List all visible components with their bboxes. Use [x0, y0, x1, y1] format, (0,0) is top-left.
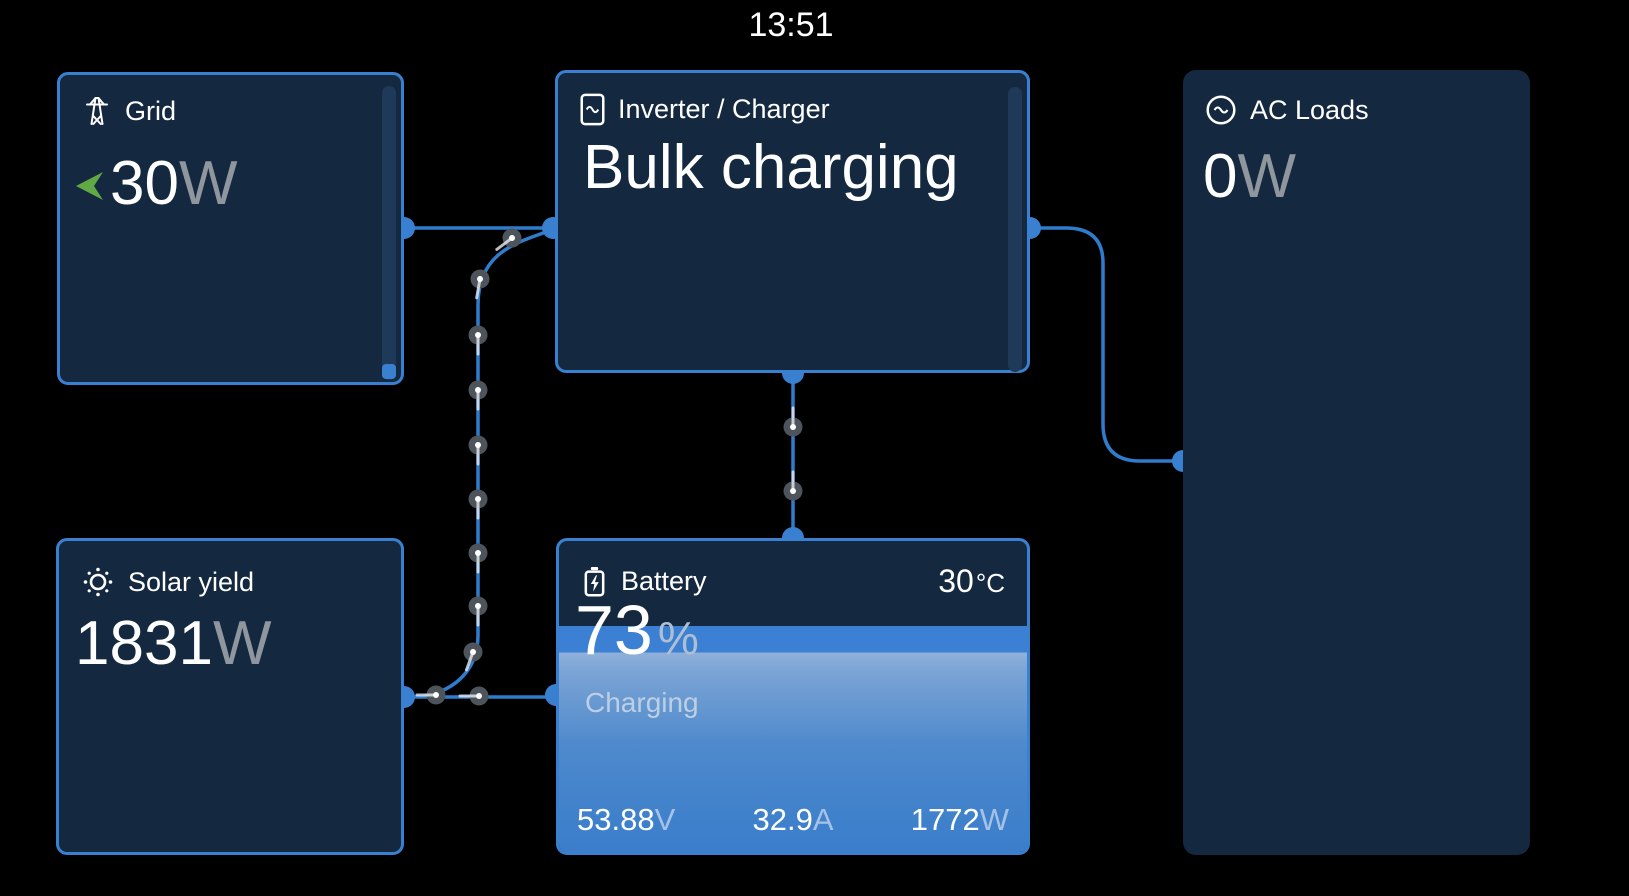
- battery-temperature-unit: °C: [975, 568, 1005, 598]
- battery-soc: 73 %: [575, 591, 699, 669]
- inverter-state: Bulk charging: [583, 133, 959, 202]
- grid-scroll-thumb[interactable]: [382, 364, 396, 379]
- grid-power-unit: W: [178, 149, 238, 218]
- inverter-icon: [580, 93, 605, 126]
- flow-dot: [458, 686, 489, 706]
- solar-card[interactable]: Solar yield 1831 W: [56, 538, 404, 855]
- grid-pylon-icon: [82, 95, 112, 127]
- flow-dot: [783, 470, 803, 501]
- battery-current-unit: A: [812, 802, 834, 837]
- link-inverter-acloads: [1030, 226, 1183, 463]
- battery-icon: [581, 565, 608, 598]
- link-dc-branch: [424, 229, 550, 698]
- ac-loads-power-unit: W: [1237, 142, 1297, 211]
- ac-loads-card[interactable]: AC Loads 0 W: [1183, 70, 1530, 855]
- sun-icon: [81, 565, 115, 599]
- battery-card-header: Battery 30 °C: [559, 541, 1027, 626]
- power-direction-arrow-left: [74, 170, 104, 202]
- battery-state: Charging: [585, 687, 699, 718]
- flow-dot: [463, 642, 483, 672]
- flow-particles: [415, 228, 803, 706]
- battery-voltage: 53.88 V: [577, 802, 676, 837]
- inverter-card[interactable]: Inverter / Charger Bulk charging: [555, 70, 1030, 373]
- inverter-scroll-track: [1008, 87, 1022, 372]
- battery-soc-fill: [559, 626, 1027, 852]
- flow-dot: [415, 685, 446, 705]
- battery-voltage-unit: V: [654, 802, 676, 837]
- grid-card-title: Grid: [125, 95, 177, 126]
- battery-power: 1772 W: [910, 802, 1009, 837]
- flow-dot: [470, 269, 490, 300]
- flow-dot: [468, 325, 488, 356]
- ac-sine-icon: [1205, 94, 1237, 126]
- ac-loads-power-value: 0: [1203, 142, 1238, 211]
- grid-power-value: 30: [110, 149, 179, 218]
- battery-temperature: 30 °C: [938, 563, 1005, 599]
- ac-loads-card-title: AC Loads: [1250, 94, 1369, 125]
- solar-power-value: 1831: [75, 609, 213, 678]
- inverter-card-title: Inverter / Charger: [618, 94, 830, 124]
- battery-card-title: Battery: [621, 566, 707, 596]
- solar-power-unit: W: [212, 609, 272, 678]
- flow-dot: [468, 489, 488, 520]
- battery-card[interactable]: Battery 30 °C 73 % Charging 53.88 V 32.9…: [556, 538, 1030, 855]
- clock: 13:51: [748, 6, 834, 44]
- flow-dot: [783, 406, 803, 437]
- grid-scroll-track: [382, 86, 396, 380]
- solar-card-title: Solar yield: [128, 566, 255, 597]
- battery-current: 32.9 A: [752, 802, 834, 837]
- flow-dot: [468, 435, 488, 466]
- flow-dot: [495, 228, 522, 251]
- flow-dot: [468, 596, 488, 627]
- grid-card[interactable]: Grid 30 W: [57, 72, 404, 385]
- flow-dot: [468, 380, 488, 411]
- battery-soc-unit: %: [657, 612, 699, 664]
- battery-power-unit: W: [979, 802, 1009, 837]
- flow-dot: [468, 543, 488, 574]
